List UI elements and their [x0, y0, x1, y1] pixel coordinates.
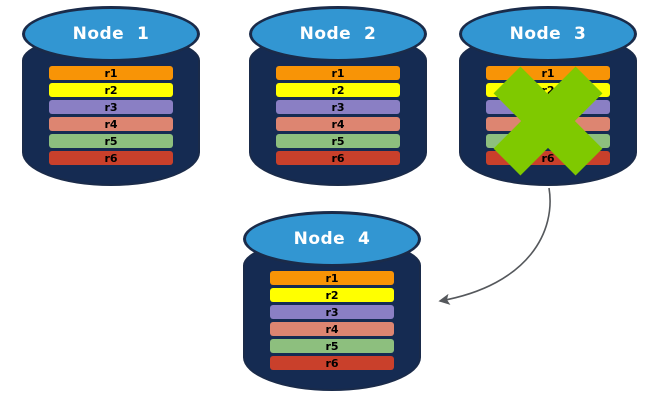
data-row: r5	[270, 339, 394, 353]
data-row: r1	[276, 66, 400, 80]
data-row: r1	[270, 271, 394, 285]
cylinder-top	[459, 6, 637, 62]
node-rows: r1 r2 r3 r4 r5 r6	[270, 271, 394, 373]
data-row: r6	[49, 151, 173, 165]
data-row: r5	[49, 134, 173, 148]
node-rows: r1 r2 r3 r4 r5 r6	[276, 66, 400, 168]
replication-arrow	[438, 187, 551, 305]
data-row: r3	[486, 100, 610, 114]
data-row: r1	[486, 66, 610, 80]
data-row: r3	[276, 100, 400, 114]
data-row: r2	[486, 83, 610, 97]
data-row: r5	[486, 134, 610, 148]
data-row: r1	[49, 66, 173, 80]
data-row: r2	[270, 288, 394, 302]
data-row: r4	[49, 117, 173, 131]
data-row: r5	[276, 134, 400, 148]
data-row: r4	[486, 117, 610, 131]
data-row: r2	[276, 83, 400, 97]
cylinder-top	[249, 6, 427, 62]
cylinder-top	[243, 211, 421, 267]
cylinder-top	[22, 6, 200, 62]
data-row: r4	[270, 322, 394, 336]
node-rows: r1 r2 r3 r4 r5 r6	[49, 66, 173, 168]
data-row: r2	[49, 83, 173, 97]
node-rows: r1 r2 r3 r4 r5 r6	[486, 66, 610, 168]
data-row: r6	[276, 151, 400, 165]
data-row: r4	[276, 117, 400, 131]
data-row: r3	[49, 100, 173, 114]
data-row: r6	[270, 356, 394, 370]
data-row: r6	[486, 151, 610, 165]
data-row: r3	[270, 305, 394, 319]
